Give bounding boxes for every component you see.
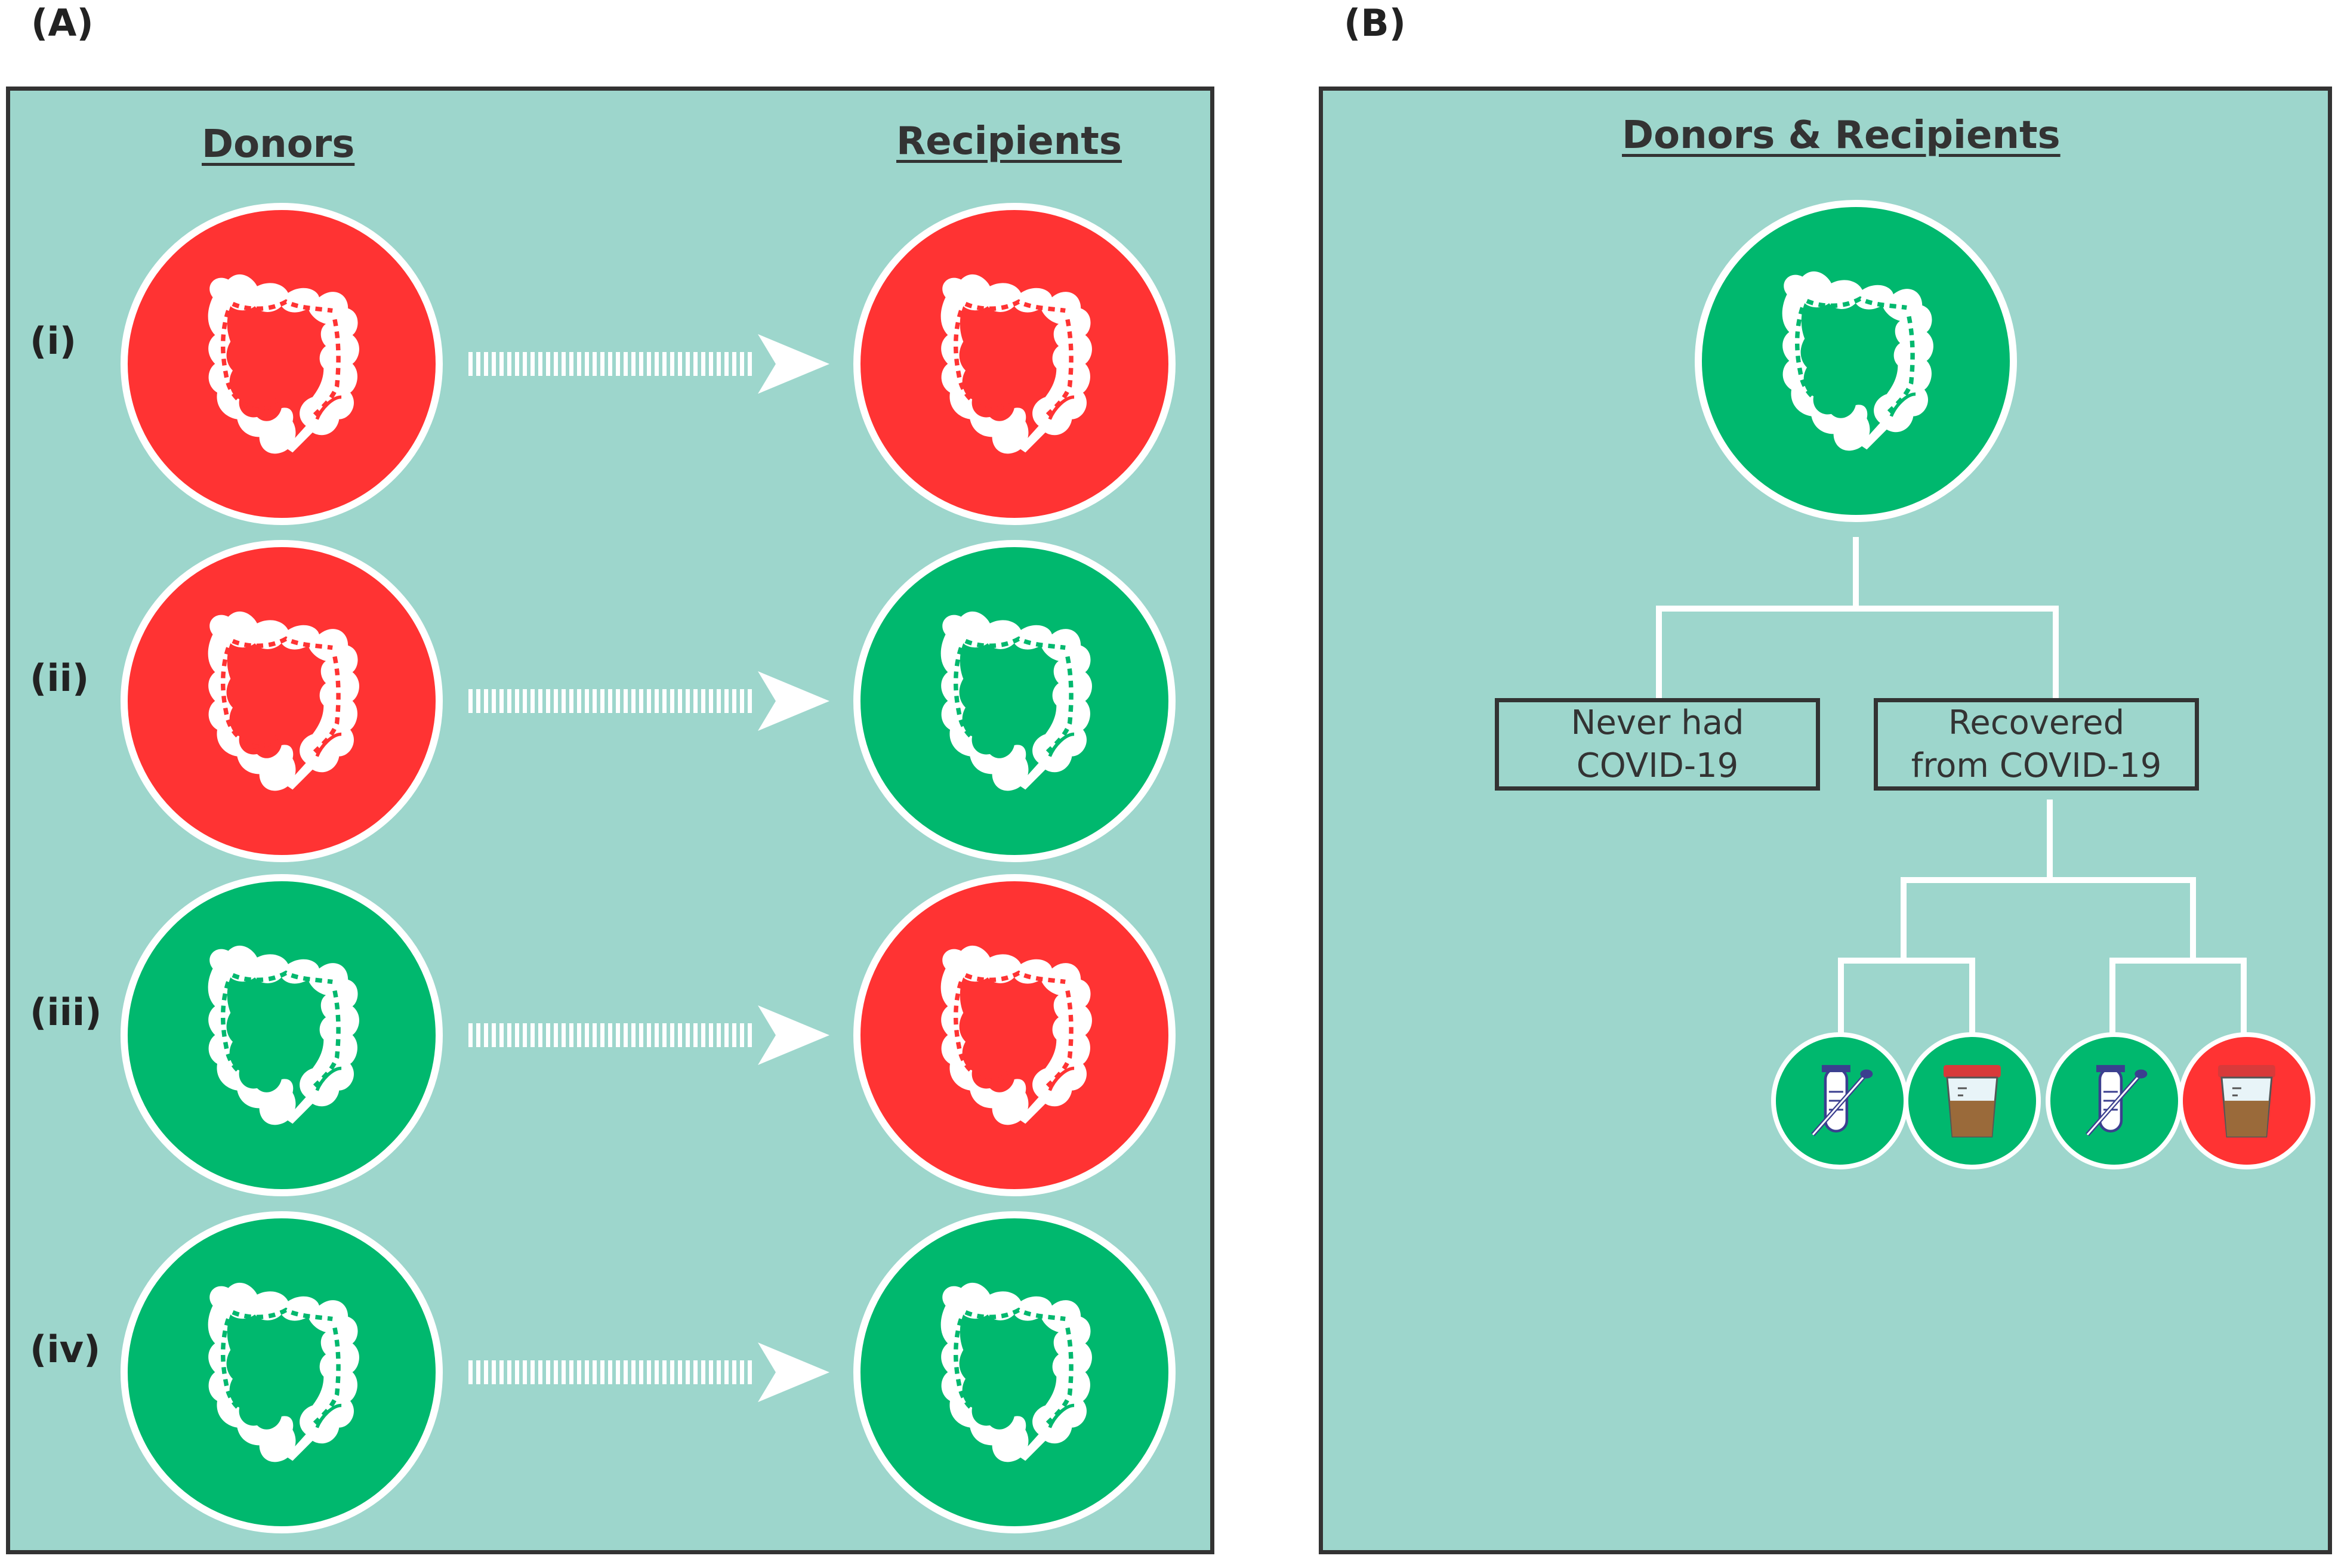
swab-tube-circle (1771, 1032, 1908, 1169)
stool-cup-circle (2178, 1032, 2315, 1169)
recovered-covid-box: Recovered from COVID-19 (1874, 698, 2199, 791)
swab-tube-circle (2046, 1032, 2183, 1169)
row-label: (i) (30, 319, 76, 363)
colon-icon (940, 946, 1093, 1125)
stool-cup-icon (2218, 1065, 2275, 1138)
stool-cup-circle (1904, 1032, 2041, 1169)
donor-colon-circle (121, 874, 443, 1196)
recipients-heading: Recipients (896, 119, 1122, 163)
never-had-covid-box: Never had COVID-19 (1495, 698, 1820, 791)
swab-tube-icon (2086, 1065, 2148, 1137)
colon-icon (940, 612, 1093, 791)
transfer-arrow (468, 1005, 829, 1065)
row-label: (ii) (30, 656, 90, 700)
colon-icon (1782, 271, 1934, 451)
colon-icon (940, 274, 1093, 454)
transfer-arrow (468, 334, 829, 394)
transfer-arrow (468, 671, 829, 731)
panel-a-letter: (A) (31, 1, 94, 45)
transfer-arrow (468, 1342, 829, 1402)
donors-recipients-heading: Donors & Recipients (1622, 113, 2061, 158)
colon-icon (208, 946, 360, 1125)
recipient-colon-circle (853, 540, 1176, 862)
colon-icon (208, 612, 360, 791)
donors-heading: Donors (202, 122, 355, 166)
stool-cup-icon (1944, 1065, 2001, 1138)
panel-b-letter: (B) (1344, 1, 1406, 45)
colon-icon (208, 274, 360, 454)
swab-tube-icon (1811, 1065, 1873, 1137)
colon-icon (940, 1283, 1093, 1462)
colon-icon (208, 1283, 360, 1462)
row-label: (iv) (30, 1328, 101, 1371)
row-label: (iii) (30, 990, 102, 1034)
